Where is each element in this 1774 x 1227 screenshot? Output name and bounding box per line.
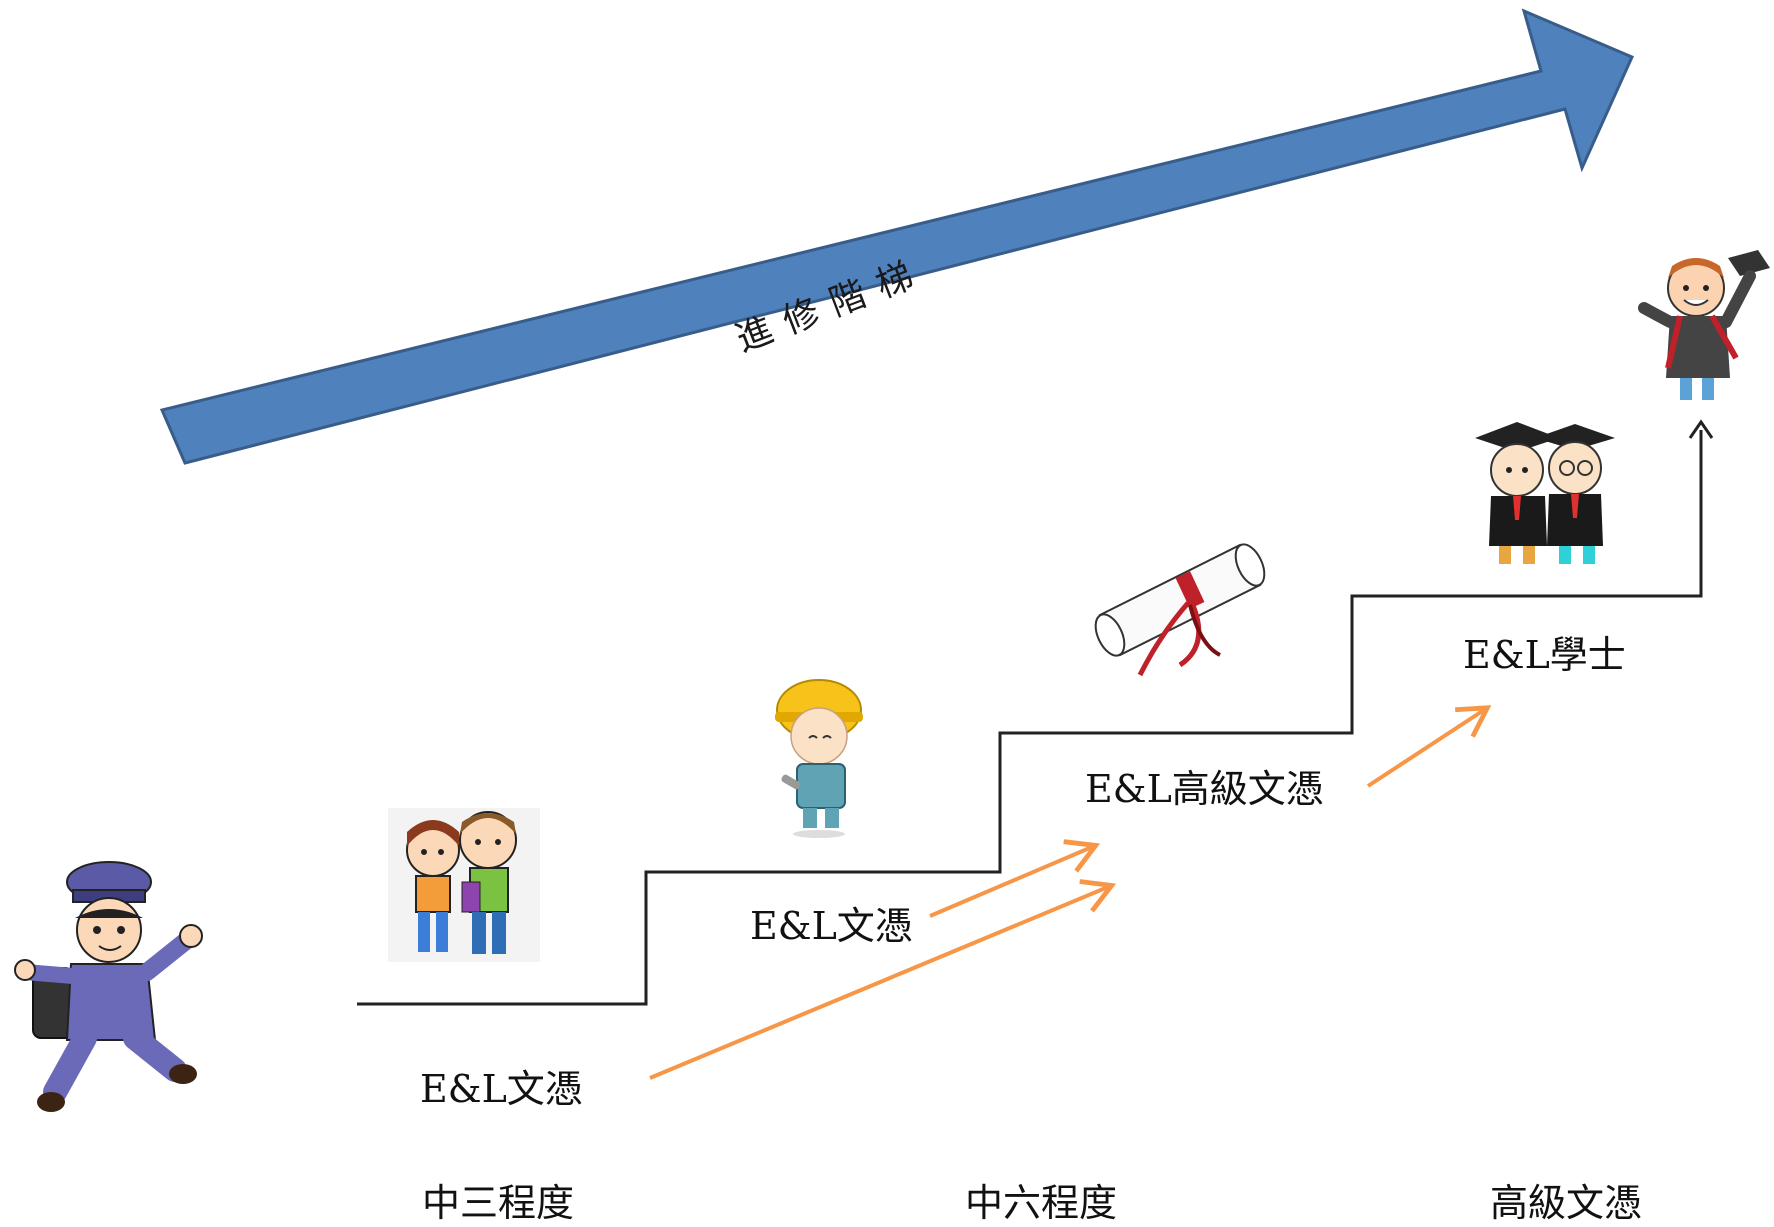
level-label-1: 中三程度 bbox=[422, 1181, 575, 1225]
staircase-line bbox=[357, 430, 1703, 1006]
jumping-graduate-icon bbox=[1638, 250, 1770, 400]
top-arrowhead bbox=[1688, 419, 1714, 439]
step-label-4: E&L學士 bbox=[1463, 633, 1626, 677]
diploma-scroll-icon bbox=[1094, 543, 1266, 677]
students-with-books-icon bbox=[388, 808, 540, 962]
level-label-3: 高級文憑 bbox=[1490, 1181, 1643, 1225]
step-label-2: E&L文憑 bbox=[750, 904, 913, 948]
level-label-2: 中六程度 bbox=[965, 1181, 1118, 1225]
progression-arrow: 進修階梯 bbox=[159, 8, 1634, 465]
step-label-1: E&L文憑 bbox=[420, 1067, 583, 1111]
construction-worker-icon bbox=[775, 679, 863, 838]
orange-arrow-1 bbox=[649, 879, 1117, 1080]
two-graduates-icon bbox=[1475, 422, 1615, 564]
big-arrow-shape bbox=[159, 8, 1634, 465]
step-label-3: E&L高級文憑 bbox=[1085, 767, 1324, 811]
orange-arrow-2 bbox=[929, 839, 1101, 918]
running-schoolboy-icon bbox=[14, 861, 203, 1112]
orange-arrow-3 bbox=[1366, 705, 1492, 788]
